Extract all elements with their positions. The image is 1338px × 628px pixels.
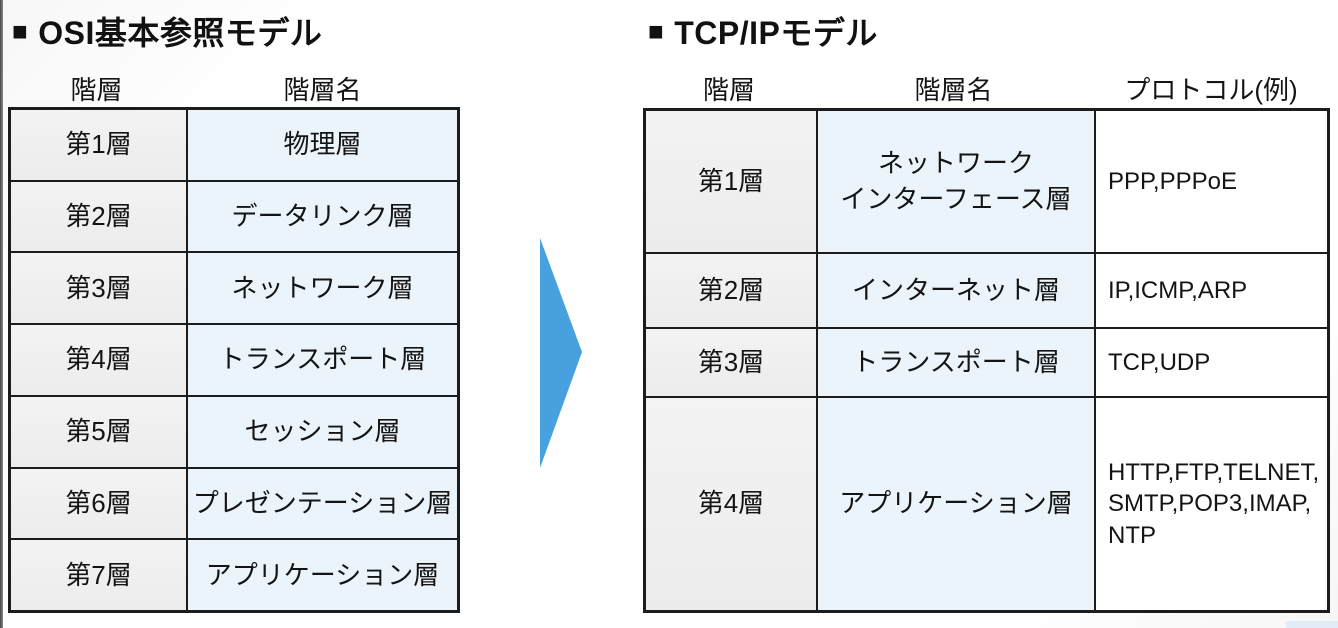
osi-row2-name-cell: データリンク層: [188, 181, 457, 252]
tcpip-section-title: ■ TCP/IPモデル: [648, 8, 878, 54]
osi-row7-name-cell: アプリケーション層: [188, 540, 457, 610]
square-bullet-icon: ■: [12, 16, 29, 46]
osi-row2-layer-cell: 第2層: [11, 181, 186, 252]
square-bullet-icon: ■: [648, 16, 665, 46]
osi-row6-layer-cell: 第6層: [11, 468, 186, 539]
osi-row7-layer-cell: 第7層: [11, 540, 186, 610]
tcpip-row3-protocol-cell: TCP,UDP: [1096, 329, 1327, 396]
tcpip-row2-layer-cell: 第2層: [646, 254, 816, 327]
tcpip-header-protocol: プロトコル(例): [1124, 75, 1298, 105]
osi-row3-layer-cell: 第3層: [11, 253, 186, 324]
osi-row4-layer-cell: 第4層: [11, 325, 186, 395]
tcpip-header-name: 階層名: [914, 75, 993, 105]
osi-title-text: OSI基本参照モデル: [38, 15, 323, 51]
tcpip-column-headers: 階層 階層名 プロトコル(例): [643, 70, 1330, 107]
tcpip-row3-layer-cell: 第3層: [646, 329, 816, 396]
tcpip-row2-protocol-cell: IP,ICMP,ARP: [1096, 254, 1327, 327]
bottom-right-highlight-strip: [1286, 621, 1338, 628]
osi-column-headers: 階層 階層名: [8, 70, 460, 107]
tcpip-title-text: TCP/IPモデル: [674, 15, 878, 51]
osi-row5-layer-cell: 第5層: [11, 396, 186, 467]
tcpip-row4-layer-cell: 第4層: [646, 398, 816, 610]
tcpip-row4-name-cell: アプリケーション層: [818, 398, 1094, 610]
osi-header-layer: 階層: [70, 75, 123, 105]
slide-left-edge: [0, 0, 3, 628]
osi-row3-name-cell: ネットワーク層: [188, 253, 457, 324]
osi-row4-name-cell: トランスポート層: [188, 325, 457, 395]
tcpip-row2-name-cell: インターネット層: [818, 254, 1094, 327]
osi-row6-name-cell: プレゼンテーション層: [188, 468, 457, 539]
tcpip-row4-protocol-cell: HTTP,FTP,TELNET, SMTP,POP3,IMAP, NTP: [1096, 398, 1327, 610]
osi-row5-name-cell: セッション層: [188, 396, 457, 467]
osi-row1-name-cell: 物理層: [188, 110, 457, 180]
tcpip-table: 第1層 ネットワーク インターフェース層 PPP,PPPoE 第2層 インターネ…: [643, 108, 1330, 613]
osi-header-name: 階層名: [283, 75, 362, 105]
osi-table: 第1層 物理層 第2層 データリンク層 第3層 ネットワーク層 第4層 トランス…: [8, 107, 460, 613]
tcpip-row1-layer-cell: 第1層: [646, 111, 816, 252]
osi-section-title: ■ OSI基本参照モデル: [12, 8, 322, 54]
tcpip-row1-name-cell: ネットワーク インターフェース層: [818, 111, 1094, 252]
tcpip-row1-protocol-cell: PPP,PPPoE: [1096, 111, 1327, 252]
osi-row1-layer-cell: 第1層: [11, 110, 186, 180]
tcpip-header-layer: 階層: [702, 75, 755, 105]
transition-right-arrow-icon: [538, 237, 584, 469]
tcpip-row3-name-cell: トランスポート層: [818, 329, 1094, 396]
